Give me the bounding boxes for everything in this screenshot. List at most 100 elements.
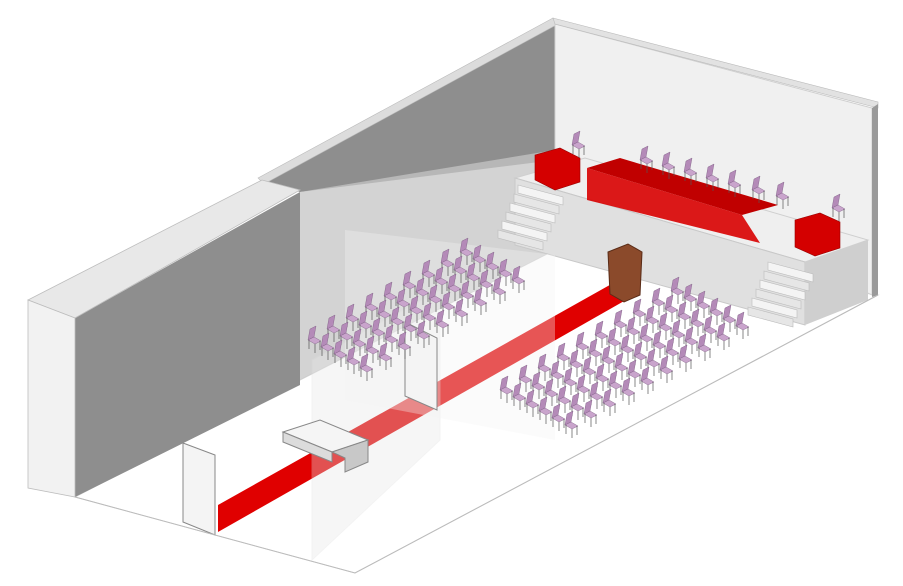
chair — [390, 306, 405, 334]
chair-seat — [339, 332, 354, 341]
chair — [621, 377, 636, 405]
chair — [421, 259, 436, 287]
chair — [589, 381, 604, 409]
stairs-right — [747, 261, 814, 328]
chair — [538, 396, 553, 424]
stair-step — [509, 202, 556, 224]
chair — [402, 270, 417, 298]
chair-seat — [632, 309, 647, 318]
chair — [677, 301, 692, 329]
chair-seat — [479, 280, 494, 289]
chair-seat — [518, 375, 533, 384]
chair — [595, 363, 610, 391]
stair-step — [767, 261, 814, 283]
chair-seat — [531, 382, 546, 391]
chair — [831, 193, 846, 221]
chair — [602, 388, 617, 416]
chair — [575, 331, 590, 359]
chair-seat — [390, 317, 405, 326]
chair-seat — [564, 421, 579, 430]
chair-seat — [576, 385, 591, 394]
chair — [613, 309, 628, 337]
chair-seat — [671, 330, 686, 339]
chair — [307, 325, 322, 353]
chair — [775, 181, 790, 209]
chair-seat — [365, 346, 380, 355]
chair-seat — [447, 284, 462, 293]
chair — [678, 344, 693, 372]
chair-seat — [359, 364, 374, 373]
chair-seat — [397, 342, 412, 351]
chair-seat — [831, 204, 846, 213]
chair — [345, 303, 360, 331]
chair-seat — [661, 162, 676, 171]
chair — [652, 330, 667, 358]
left-wall-front — [27, 299, 76, 498]
side-table-left — [534, 147, 581, 191]
chair-seat — [441, 302, 456, 311]
chair — [569, 349, 584, 377]
chair — [378, 342, 393, 370]
chair — [658, 312, 673, 340]
chair — [751, 175, 766, 203]
stair-step — [751, 297, 798, 319]
chair-seat — [601, 356, 616, 365]
chair-seat — [403, 324, 418, 333]
chair-seat — [346, 357, 361, 366]
chair — [563, 367, 578, 395]
chair — [632, 298, 647, 326]
side-table-right — [794, 212, 841, 257]
chair-seat — [626, 327, 641, 336]
chair — [359, 353, 374, 381]
chair-seat — [677, 312, 692, 321]
chair-seat — [594, 331, 609, 340]
chair — [479, 269, 494, 297]
chair-seat — [627, 370, 642, 379]
chair — [434, 266, 449, 294]
chair-seat — [664, 305, 679, 314]
chair — [512, 382, 527, 410]
stair-step — [759, 279, 806, 301]
chair — [588, 338, 603, 366]
chair-seat — [472, 255, 487, 264]
chair — [671, 319, 686, 347]
chair — [416, 320, 431, 348]
chair-seat — [571, 141, 586, 150]
chair — [705, 163, 720, 191]
chair-seat — [621, 388, 636, 397]
chair — [670, 276, 685, 304]
chair-seat — [595, 374, 610, 383]
chair — [326, 314, 341, 342]
chair — [544, 378, 559, 406]
chair-seat — [684, 337, 699, 346]
chair-seat — [352, 339, 367, 348]
head-table-top — [587, 158, 778, 215]
chair-seat — [569, 360, 584, 369]
chair-seat — [602, 399, 617, 408]
chair-seat — [557, 396, 572, 405]
chair — [499, 375, 514, 403]
chair-seat — [377, 310, 392, 319]
chair-seat — [371, 328, 386, 337]
chair-seat — [454, 309, 469, 318]
chair — [371, 317, 386, 345]
chair — [358, 310, 373, 338]
chair — [551, 403, 566, 431]
chair-seat — [646, 359, 661, 368]
chair-seat — [640, 377, 655, 386]
chair-seat — [384, 335, 399, 344]
chair — [639, 145, 654, 173]
chair-seat — [659, 366, 674, 375]
chair-seat — [538, 407, 553, 416]
chair — [492, 276, 507, 304]
stair-step — [497, 229, 544, 251]
chair-seat — [583, 410, 598, 419]
chair-seat — [703, 326, 718, 335]
chair-seat — [415, 288, 430, 297]
chair — [525, 389, 540, 417]
chair — [727, 169, 742, 197]
chair-seat — [678, 355, 693, 364]
stair-step — [755, 288, 802, 310]
chair-seat — [652, 341, 667, 350]
chair — [683, 283, 698, 311]
